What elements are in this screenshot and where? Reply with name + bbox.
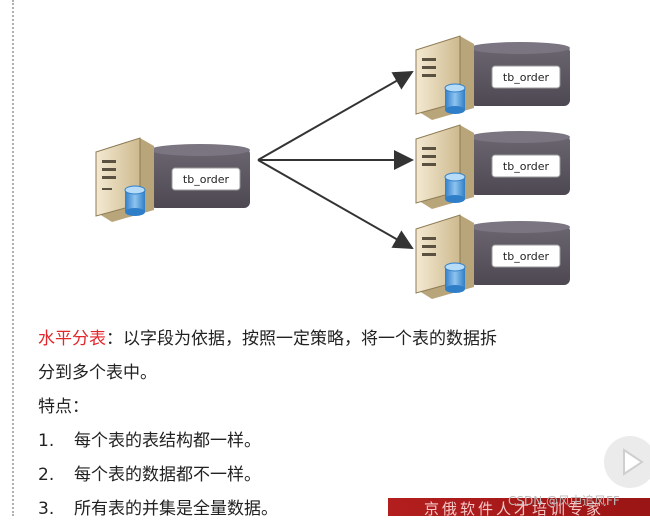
highlight-term: 水平分表 bbox=[38, 329, 106, 349]
list-item-number: 3. bbox=[38, 499, 55, 519]
arrow-to-bottom bbox=[257, 159, 414, 249]
list-item: 2. 每个表的数据都不一样。 bbox=[38, 458, 497, 492]
brand-banner: 京俄软件人才培训专家 bbox=[388, 498, 650, 516]
features-title: 特点： bbox=[38, 397, 89, 417]
target-node-1: tb_order bbox=[415, 35, 570, 120]
target-node-2: tb_order bbox=[415, 124, 570, 209]
target-table-label-3: tb_order bbox=[503, 250, 550, 263]
list-item-text: 每个表的表结构都一样。 bbox=[74, 431, 261, 451]
arrow-to-top bbox=[257, 71, 414, 161]
source-database: tb_order bbox=[150, 144, 250, 208]
definition-rest: ：以字段为依据，按照一定策略，将一个表的数据拆 bbox=[106, 329, 497, 349]
dotted-border bbox=[12, 0, 14, 516]
arrows bbox=[257, 71, 414, 249]
target-server-icon-1 bbox=[415, 35, 474, 120]
list-item: 3. 所有表的并集是全量数据。 bbox=[38, 492, 497, 526]
definition-line-1: 水平分表：以字段为依据，按照一定策略，将一个表的数据拆 bbox=[38, 322, 497, 356]
target-table-label-1: tb_order bbox=[503, 71, 550, 84]
source-server-icon bbox=[95, 137, 154, 222]
list-item-number: 2. bbox=[38, 465, 55, 485]
target-server-icon-2 bbox=[415, 124, 474, 209]
list-item-number: 1. bbox=[38, 431, 55, 451]
watermark: CSDN @风中追风FF bbox=[508, 494, 620, 508]
target-node-3: tb_order bbox=[415, 214, 570, 299]
source-node: tb_order bbox=[95, 137, 250, 222]
source-table-label: tb_order bbox=[183, 173, 230, 186]
definition-line-2: 分到多个表中。 bbox=[38, 363, 157, 383]
play-icon[interactable] bbox=[600, 432, 650, 492]
target-server-icon-3 bbox=[415, 214, 474, 299]
sharding-diagram: tb_order tb_order bbox=[95, 35, 570, 299]
target-table-label-2: tb_order bbox=[503, 160, 550, 173]
list-item: 1. 每个表的表结构都一样。 bbox=[38, 424, 497, 458]
list-item-text: 每个表的数据都不一样。 bbox=[74, 465, 261, 485]
list-item-text: 所有表的并集是全量数据。 bbox=[74, 499, 278, 519]
description-text: 水平分表：以字段为依据，按照一定策略，将一个表的数据拆 分到多个表中。 特点： … bbox=[38, 322, 497, 526]
features-list: 1. 每个表的表结构都一样。 2. 每个表的数据都不一样。 3. 所有表的并集是全量数… bbox=[38, 424, 497, 526]
